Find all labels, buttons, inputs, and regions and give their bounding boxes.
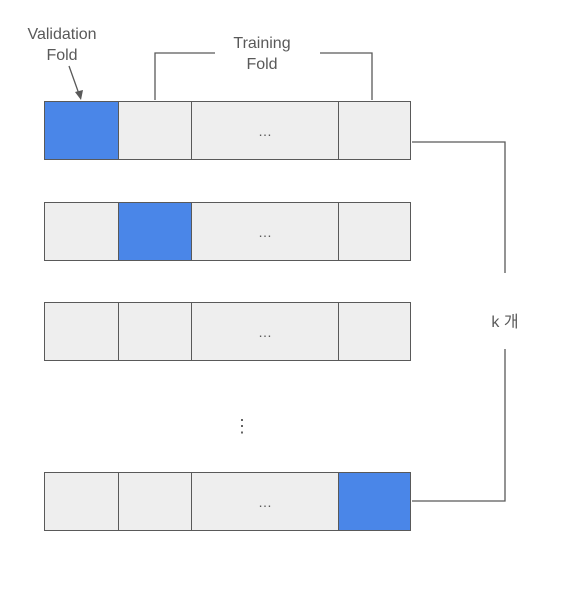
fold-cell xyxy=(119,473,192,530)
training-label-line2: Fold xyxy=(246,56,278,73)
k-count-label: k 개 xyxy=(491,314,519,331)
validation-arrow-line xyxy=(68,65,80,95)
validation-label-line1: Validation xyxy=(27,26,97,43)
validation-fold-label: Validation Fold xyxy=(10,24,114,66)
fold-cell xyxy=(119,102,192,159)
validation-arrow-head xyxy=(75,90,83,100)
fold-cell xyxy=(339,102,410,159)
training-bracket-left xyxy=(154,52,215,100)
training-fold-label: Training Fold xyxy=(212,33,312,75)
fold-cell-ellipsis: … xyxy=(192,102,339,159)
fold-cell xyxy=(339,203,410,260)
training-bracket-right xyxy=(320,52,373,100)
fold-cell-ellipsis: … xyxy=(192,203,339,260)
k-bracket-top xyxy=(412,141,506,273)
fold-row-2: … xyxy=(44,202,411,261)
fold-cell xyxy=(45,203,119,260)
fold-row-1: … xyxy=(44,101,411,160)
vertical-ellipsis: ⋮ xyxy=(233,416,251,436)
k-bracket-bottom xyxy=(412,349,506,502)
validation-label-line2: Fold xyxy=(46,47,78,64)
fold-row-3: … xyxy=(44,302,411,361)
fold-cell xyxy=(45,473,119,530)
fold-cell xyxy=(119,303,192,360)
validation-fold-cell xyxy=(339,473,410,530)
fold-cell xyxy=(45,303,119,360)
fold-cell-ellipsis: … xyxy=(192,303,339,360)
training-label-line1: Training xyxy=(233,35,291,52)
fold-cell-ellipsis: … xyxy=(192,473,339,530)
fold-cell xyxy=(339,303,410,360)
validation-fold-cell xyxy=(45,102,119,159)
fold-row-4: … xyxy=(44,472,411,531)
validation-fold-cell xyxy=(119,203,192,260)
